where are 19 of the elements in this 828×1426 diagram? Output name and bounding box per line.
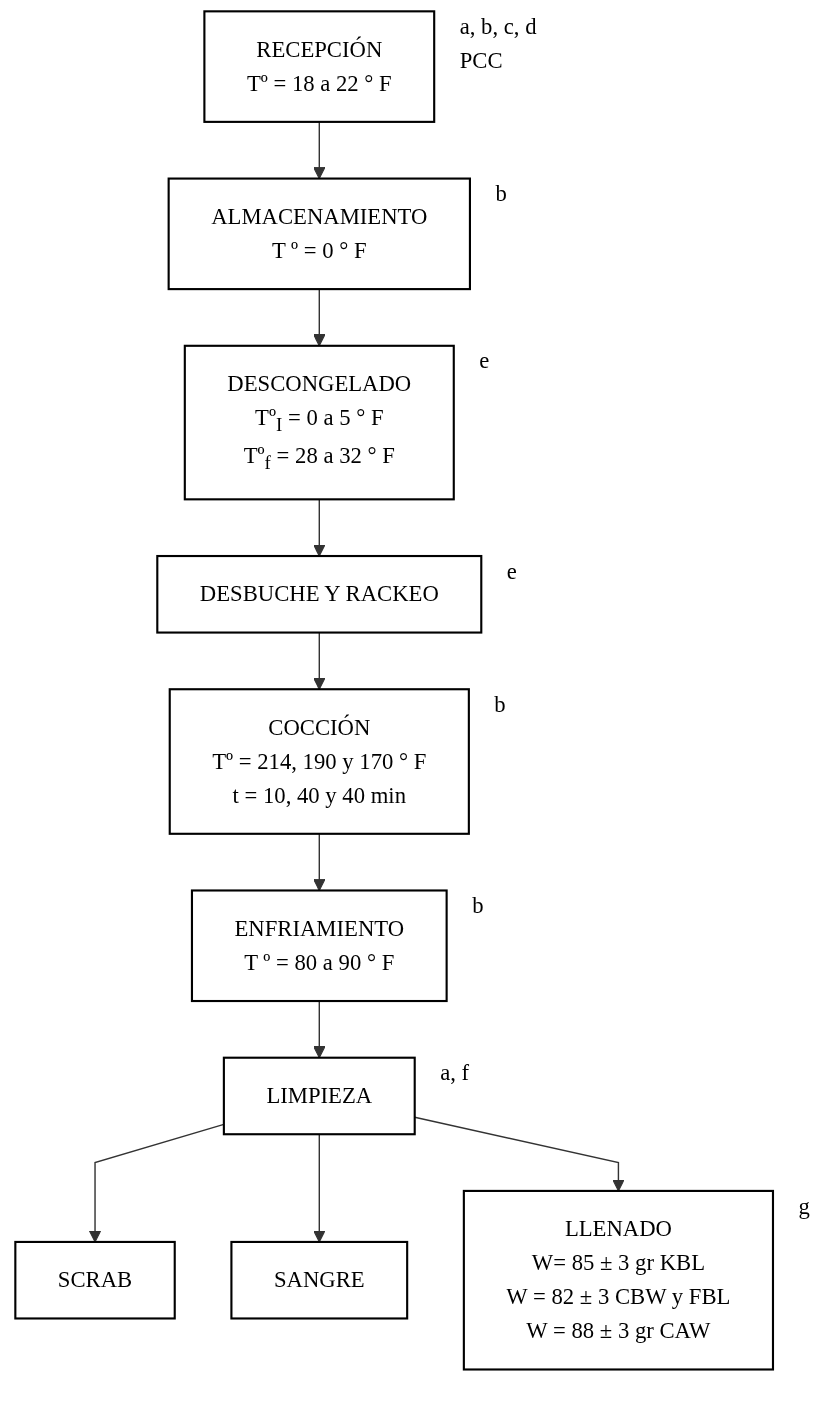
step-annotation: e xyxy=(479,348,490,374)
node-box: COCCIÓN Tº = 214, 190 y 170 ° F t = 10, 40 y 40 min xyxy=(168,688,470,835)
node-box: DESCONGELADO Tº$_{I}$ = 0 a 5 ° F Tº$_{f}$ = 28 a 32 ° F xyxy=(183,344,455,501)
node-box: DESBUCHE Y RACKEO xyxy=(156,554,483,634)
node-box: LLENADO W= 85 ± 3 gr KBL W = 82 ± 3 CBW y FBL W = 88 ± 3 gr CAW xyxy=(462,1189,775,1371)
node-box: ENFRIAMIENTO T º = 80 a 90 ° F xyxy=(190,889,448,1003)
step-annotation: a, b, c, d xyxy=(459,14,537,39)
step-annotation: b xyxy=(494,691,506,717)
step-annotation: g xyxy=(798,1193,810,1219)
step-annotation: a, f xyxy=(440,1060,470,1086)
step-annotation: PCC xyxy=(459,48,503,74)
node-box: SANGRE xyxy=(230,1240,409,1320)
step-annotation: b xyxy=(472,893,484,919)
step-annotation: b xyxy=(495,181,507,207)
step-annotation: e xyxy=(506,558,517,584)
node-box: ALMACENAMIENTO T º = 0 ° F xyxy=(167,177,471,291)
node-box: SCRAB xyxy=(14,1240,176,1320)
node-box: RECEPCIÓN Tº = 18 a 22 ° F xyxy=(203,10,436,123)
node-box: LIMPIEZA xyxy=(222,1056,416,1136)
